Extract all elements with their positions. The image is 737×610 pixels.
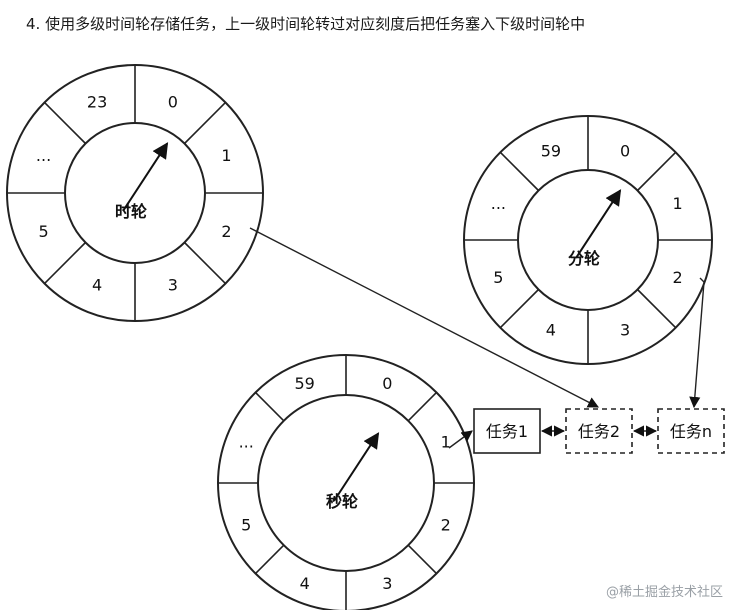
wheel-name: 时轮	[115, 202, 147, 221]
page-title: 4. 使用多级时间轮存储任务，上一级时间轮转过对应刻度后把任务塞入下级时间轮中	[0, 10, 737, 38]
wheel-pointer-hand	[122, 142, 169, 212]
wheel-slot-label: 3	[620, 321, 630, 340]
task-label: 任务n	[670, 422, 712, 441]
wheel-spoke	[183, 241, 227, 285]
wheel-slot-label: 4	[92, 275, 102, 294]
wheel-spoke	[254, 391, 285, 422]
wheel-slot-label: ...	[36, 146, 51, 165]
task-box	[657, 408, 725, 454]
wheel-slot-label: 1	[221, 146, 231, 165]
wheel-pointer-hand	[575, 189, 622, 259]
wheel-slot-label: 5	[241, 515, 251, 534]
page-title-text: 4. 使用多级时间轮存储任务，上一级时间轮转过对应刻度后把任务塞入下级时间轮中	[26, 15, 586, 33]
minute-slot-to-task-link	[689, 277, 705, 409]
wheel-spoke	[407, 391, 438, 422]
wheel-spoke	[43, 241, 87, 285]
wheel-name: 秒轮	[326, 492, 358, 511]
wheel-spoke	[43, 101, 87, 145]
wheel-slot-label: 1	[673, 194, 683, 213]
wheel-pointer-hand	[333, 432, 380, 502]
wheel-slot-label: 3	[168, 275, 178, 294]
wheel-slot-label: 2	[221, 222, 231, 241]
links-layer	[249, 227, 705, 449]
second-slot-to-task-link	[448, 430, 473, 449]
hour-slot-to-task-link	[249, 227, 599, 408]
wheel-name: 分轮	[568, 249, 600, 268]
task-box	[565, 408, 633, 454]
wheel-slot-label: ...	[491, 194, 506, 213]
wheel-slot-label: ...	[239, 433, 254, 452]
task-node: 任务2	[565, 408, 633, 454]
task-label: 任务1	[486, 422, 528, 441]
wheel-slot-label: 5	[38, 222, 48, 241]
footer-watermark: @稀土掘金技术社区	[605, 585, 723, 600]
tasks-layer: 任务1 任务2 任务n	[473, 408, 725, 454]
wheel-slot-label: 2	[441, 515, 451, 534]
wheel-slot-label: 4	[546, 321, 556, 340]
wheel-slot-label: 0	[620, 141, 630, 160]
wheel-spoke	[636, 151, 677, 192]
wheel-slot-label: 0	[382, 374, 392, 393]
wheel-slot-label: 2	[673, 268, 683, 287]
timing-wheel-minute: 0 1 2 3 4 5... 59 分轮	[463, 115, 713, 365]
wheel-slot-label: 5	[493, 268, 503, 287]
task-node: 任务n	[657, 408, 725, 454]
timing-wheel-second: 0 1 2 3 4 5... 59 秒轮	[217, 354, 475, 610]
wheel-spoke	[183, 101, 227, 145]
wheel-slot-label: 3	[382, 574, 392, 593]
wheel-slot-label: 59	[541, 141, 561, 160]
wheel-spoke	[254, 544, 285, 575]
task-box	[473, 408, 541, 454]
wheel-slot-label: 4	[300, 574, 310, 593]
task-node: 任务1	[473, 408, 541, 454]
wheel-spoke	[407, 544, 438, 575]
wheel-slot-label: 1	[441, 433, 451, 452]
wheel-slot-label: 59	[294, 374, 314, 393]
wheel-spoke	[636, 288, 677, 329]
task-label: 任务2	[578, 422, 620, 441]
wheel-spoke	[499, 151, 540, 192]
wheel-slot-label: 0	[168, 93, 178, 112]
wheel-slot-label: 23	[87, 93, 107, 112]
wheel-spoke	[499, 288, 540, 329]
